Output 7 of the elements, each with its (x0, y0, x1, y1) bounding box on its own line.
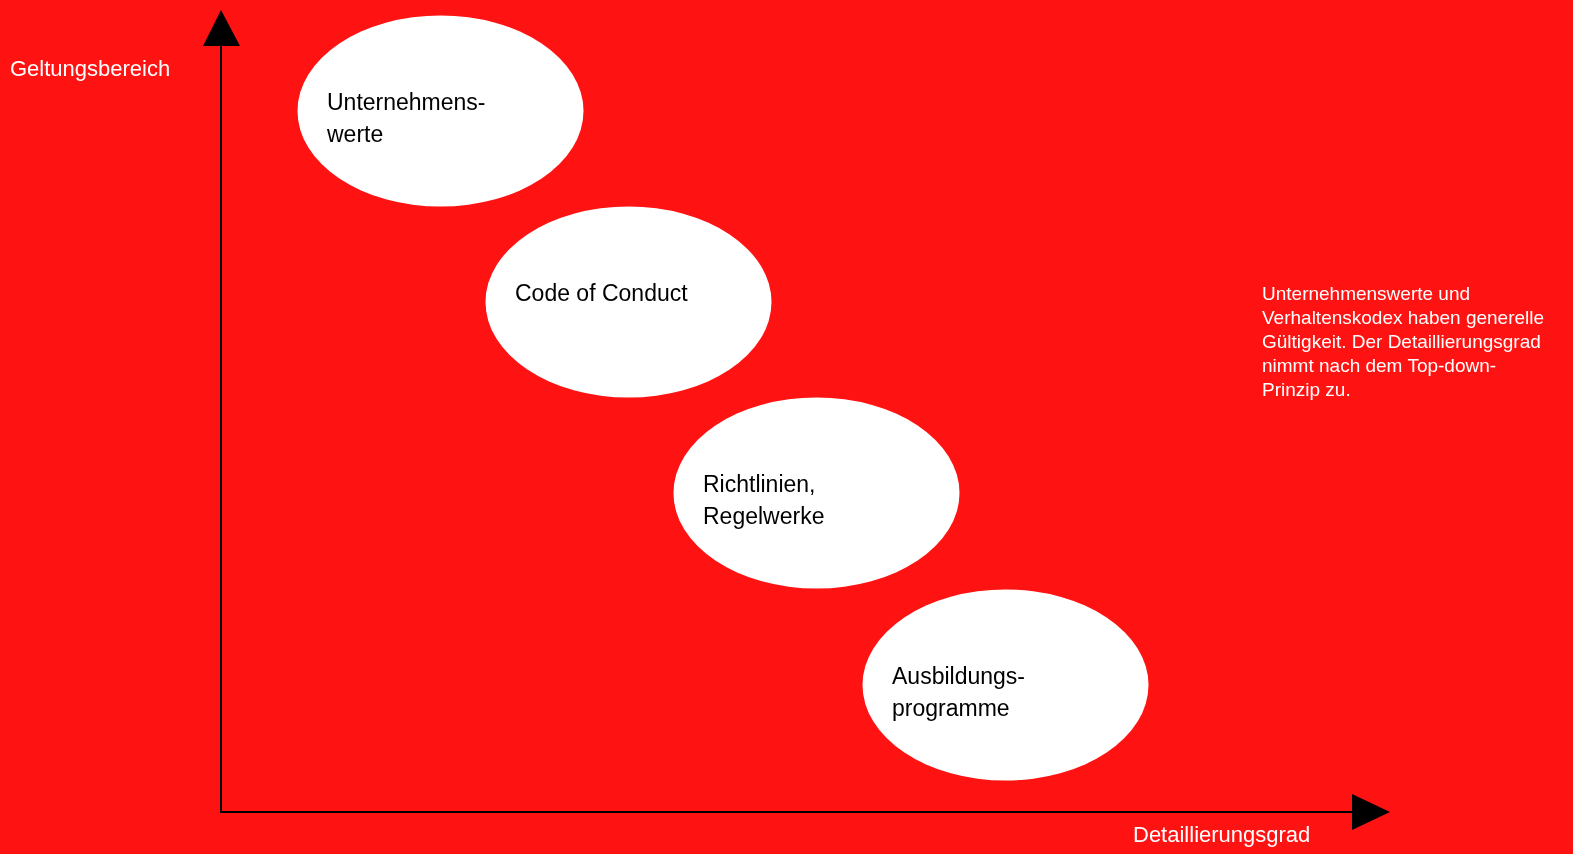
bubble-label: Richtlinien, Regelwerke (703, 470, 826, 531)
axis-title: Geltungsbereich (10, 56, 171, 82)
note-paragraph: Unternehmenswerte und Verhaltenskodex haben generelle Gültigkeit. Der Detaillierungsgrad nimmt nach dem Top-down-Prinzip zu. (1262, 282, 1546, 402)
bubble-label: Unternehmens- werte (327, 88, 487, 149)
axis-title: Detaillierungsgrad (1133, 822, 1311, 848)
bubble-label: Ausbildungs- programme (892, 662, 1026, 723)
bubble-label: Code of Conduct (515, 279, 689, 308)
